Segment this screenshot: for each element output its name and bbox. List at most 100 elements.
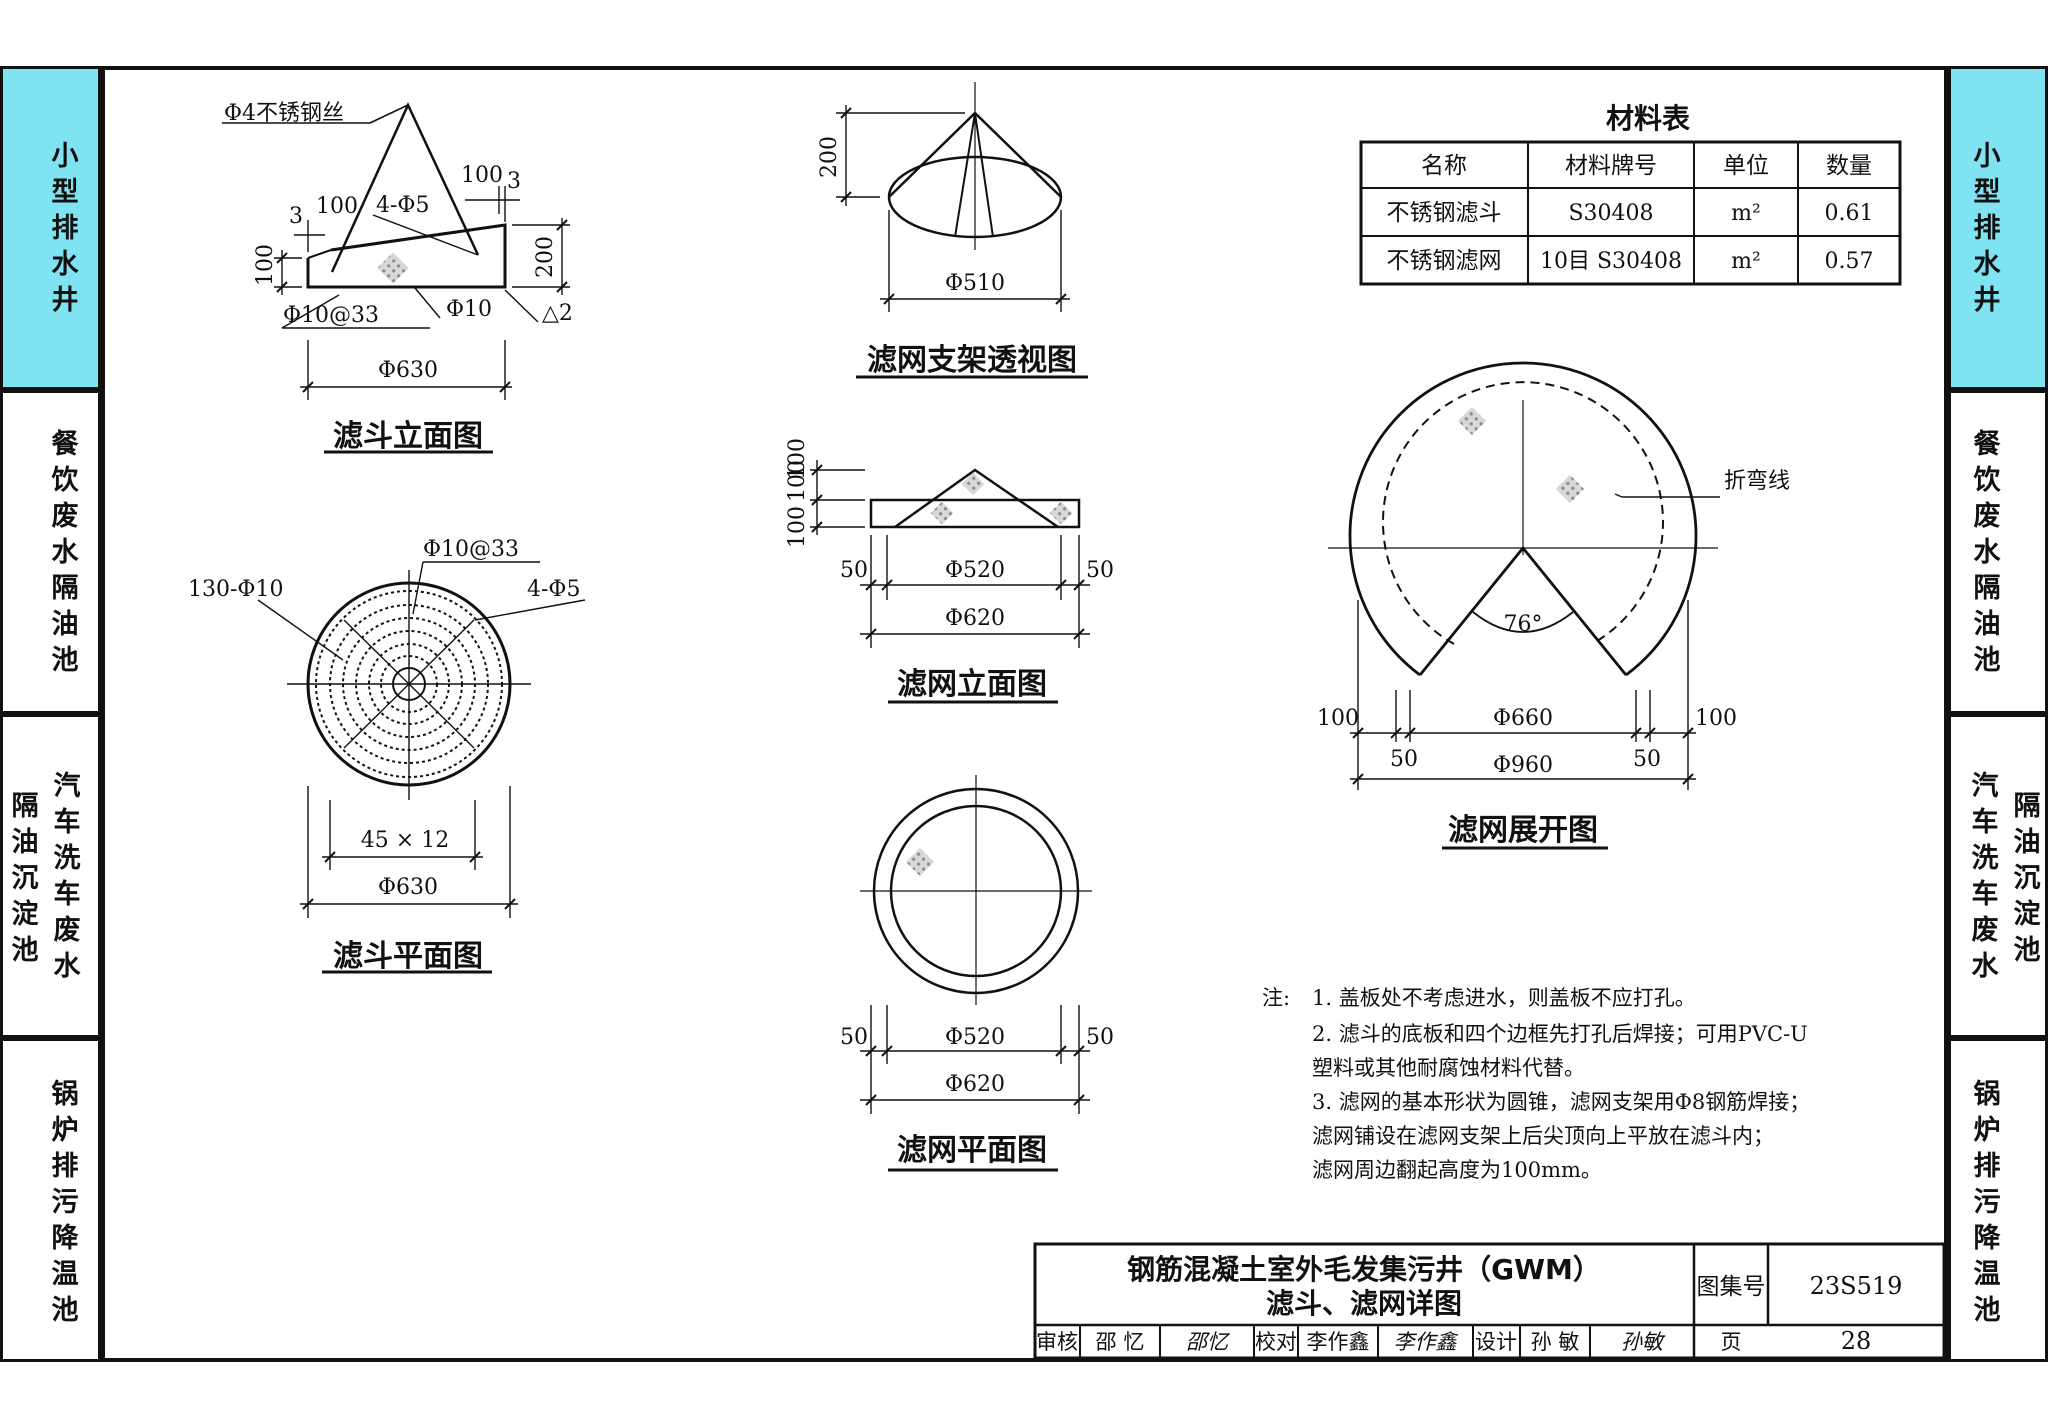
dim-outer-diameter: Φ620 bbox=[945, 606, 1005, 631]
label-fold-line: 折弯线 bbox=[1724, 469, 1790, 494]
table-cell: 10目 S30408 bbox=[1540, 249, 1682, 274]
drawing-sheet bbox=[101, 66, 1948, 1362]
atlas-number: 23S519 bbox=[1810, 1272, 1903, 1300]
dim-inner-diameter: Φ520 bbox=[945, 1025, 1005, 1050]
notes-label: 注: bbox=[1262, 986, 1290, 1010]
dim-right-50: 50 bbox=[1633, 747, 1661, 772]
side-tab-right-1[interactable]: 小型排水井 bbox=[1948, 66, 2048, 390]
label-bars: 130-Φ10 bbox=[188, 577, 283, 602]
dim-height-100: 100 bbox=[785, 438, 810, 480]
side-tab-right-3[interactable]: 汽车洗车废水 隔油沉淀池 bbox=[1948, 714, 2048, 1038]
table-cell: 0.61 bbox=[1825, 201, 1874, 226]
label-rods: 4-Φ5 bbox=[376, 193, 429, 218]
reviewer-name: 邵 忆 bbox=[1096, 1330, 1145, 1354]
side-tab-left-3[interactable]: 汽车洗车废水 隔油沉淀池 bbox=[0, 714, 101, 1038]
side-tab-label: 餐饮废水隔油池 bbox=[51, 429, 79, 676]
dim-inner-diameter: Φ660 bbox=[1493, 706, 1553, 731]
side-tab-label: 小型排水井 bbox=[1973, 141, 2001, 316]
title-block-frame bbox=[1033, 1242, 1946, 1360]
table-header-name: 名称 bbox=[1421, 153, 1467, 179]
check-label: 校对 bbox=[1255, 1330, 1297, 1354]
drawing-title-line-1: 钢筋混凝土室外毛发集污井（GWM） bbox=[1127, 1253, 1601, 1286]
table-cell: m² bbox=[1731, 249, 1761, 274]
label-rim: Φ10 bbox=[446, 297, 492, 322]
side-tab-right-2[interactable]: 餐饮废水隔油池 bbox=[1948, 390, 2048, 714]
materials-table-title: 材料表 bbox=[1606, 102, 1690, 135]
side-tab-label: 锅炉排污降温池 bbox=[1973, 1079, 2001, 1326]
mesh-hatch-marks bbox=[377, 252, 1585, 877]
reviewer-signature: 邵忆 bbox=[1186, 1330, 1231, 1354]
screen-elevation-view bbox=[810, 460, 1090, 704]
note-line: 滤网周边翻起高度为100mm。 bbox=[1312, 1158, 1602, 1182]
screen-plan-view bbox=[860, 775, 1092, 1172]
dim-right-50: 50 bbox=[1086, 558, 1114, 583]
label-thickness: △2 bbox=[542, 301, 573, 326]
hopper-plan-view bbox=[257, 561, 586, 974]
dim-right-100: 100 bbox=[1695, 706, 1737, 731]
view-title-support-perspective: 滤网支架透视图 bbox=[867, 343, 1077, 378]
side-tab-left-1[interactable]: 小型排水井 bbox=[0, 66, 101, 390]
view-title-screen-elevation: 滤网立面图 bbox=[897, 667, 1047, 702]
dim-left-50: 50 bbox=[840, 558, 868, 583]
dim-outer-diameter: Φ960 bbox=[1493, 753, 1553, 778]
table-header-qty: 数量 bbox=[1826, 153, 1872, 179]
label-wire: Φ4不锈钢丝 bbox=[224, 101, 344, 126]
dimension-ticks bbox=[276, 107, 1694, 1106]
page-label: 页 bbox=[1721, 1330, 1742, 1354]
dim-inner-diameter: Φ520 bbox=[945, 558, 1005, 583]
page-number: 28 bbox=[1841, 1327, 1872, 1355]
materials-table bbox=[1359, 140, 1902, 286]
design-label: 设计 bbox=[1475, 1330, 1517, 1354]
side-tab-label: 餐饮废水隔油池 bbox=[1973, 429, 2001, 676]
label-thickness-value: 2 bbox=[559, 301, 573, 326]
table-cell: S30408 bbox=[1568, 201, 1653, 226]
atlas-number-label: 图集号 bbox=[1697, 1274, 1766, 1300]
label-mesh: Φ10@33 bbox=[283, 303, 379, 328]
dim-diameter: Φ510 bbox=[945, 271, 1005, 296]
table-cell: 0.57 bbox=[1825, 249, 1874, 274]
dim-left-100: 100 bbox=[1317, 706, 1359, 731]
view-title-screen-plan: 滤网平面图 bbox=[897, 1133, 1047, 1168]
dim-outer-diameter: Φ620 bbox=[945, 1072, 1005, 1097]
review-label: 审核 bbox=[1036, 1330, 1078, 1354]
dim-diameter: Φ630 bbox=[378, 875, 438, 900]
side-tab-left-4[interactable]: 锅炉排污降温池 bbox=[0, 1038, 101, 1362]
view-title-hopper-elevation: 滤斗立面图 bbox=[333, 419, 483, 454]
table-cell: 不锈钢滤斗 bbox=[1387, 200, 1502, 226]
dim-100: 100 bbox=[316, 194, 358, 219]
dim-3: 3 bbox=[507, 169, 521, 194]
side-tab-label-2: 隔油沉淀池 bbox=[2013, 791, 2041, 966]
dim-height: 200 bbox=[817, 136, 842, 178]
checker-name: 李作鑫 bbox=[1307, 1330, 1370, 1354]
note-line: 2. 滤斗的底板和四个边框先打孔后焊接；可用PVC-U bbox=[1312, 1022, 1808, 1046]
designer-signature: 孙敏 bbox=[1621, 1330, 1666, 1354]
dim-height-100: 100 bbox=[785, 460, 810, 502]
dim-spacing: 45 × 12 bbox=[361, 828, 449, 853]
dim-3: 3 bbox=[289, 204, 303, 229]
side-tab-label: 锅炉排污降温池 bbox=[51, 1079, 79, 1326]
designer-name: 孙 敏 bbox=[1531, 1330, 1580, 1354]
note-line: 滤网铺设在滤网支架上后尖顶向上平放在滤斗内； bbox=[1312, 1124, 1774, 1148]
side-tab-right-4[interactable]: 锅炉排污降温池 bbox=[1948, 1038, 2048, 1362]
note-line: 3. 滤网的基本形状为圆锥，滤网支架用Φ8钢筋焊接； bbox=[1312, 1090, 1810, 1114]
table-header-grade: 材料牌号 bbox=[1565, 153, 1657, 179]
table-cell: 不锈钢滤网 bbox=[1387, 248, 1502, 274]
dim-right-50: 50 bbox=[1086, 1025, 1114, 1050]
side-tab-label: 小型排水井 bbox=[51, 141, 79, 316]
side-tab-label: 汽车洗车废水 bbox=[53, 771, 81, 982]
note-line: 塑料或其他耐腐蚀材料代替。 bbox=[1312, 1056, 1585, 1080]
dim-height-100: 100 bbox=[785, 506, 810, 548]
checker-signature: 李作鑫 bbox=[1394, 1330, 1460, 1354]
support-perspective-view bbox=[836, 82, 1088, 379]
label-angle: 76° bbox=[1504, 612, 1543, 637]
dim-left-50: 50 bbox=[1390, 747, 1418, 772]
table-cell: m² bbox=[1731, 201, 1761, 226]
side-tab-left-2[interactable]: 餐饮废水隔油池 bbox=[0, 390, 101, 714]
side-tab-label: 汽车洗车废水 bbox=[1971, 771, 1999, 982]
dim-diameter: Φ630 bbox=[378, 358, 438, 383]
view-title-hopper-plan: 滤斗平面图 bbox=[333, 939, 483, 974]
dim-height-100: 100 bbox=[253, 244, 278, 286]
dim-100: 100 bbox=[461, 163, 503, 188]
view-title-screen-unfolded: 滤网展开图 bbox=[1448, 813, 1598, 848]
